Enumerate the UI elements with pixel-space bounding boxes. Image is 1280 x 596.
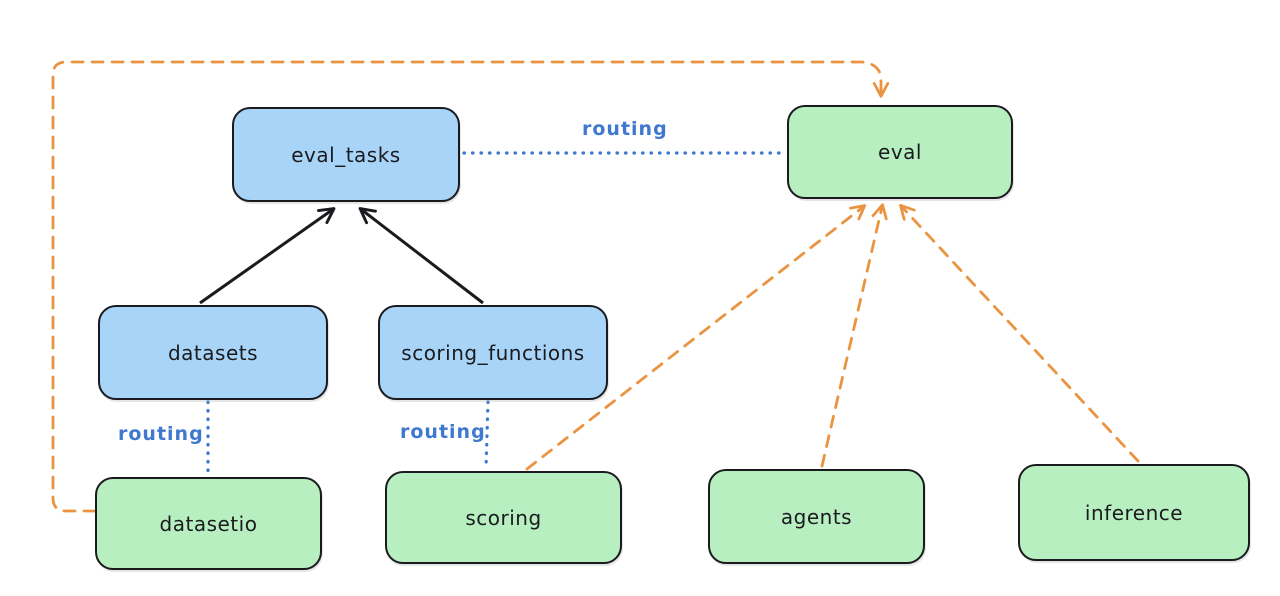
edge-label-routing-datasets: routing [118,423,204,445]
node-agents-label: agents [780,504,853,529]
node-eval-label: eval [878,140,922,164]
node-eval-tasks-label: eval_tasks [291,142,401,167]
node-datasets-label: datasets [167,340,259,365]
node-inference-label: inference [1084,500,1184,525]
edge-scoring-functions-to-eval-tasks [358,207,484,305]
node-agents: agents [708,469,925,564]
edge-label-routing-top: routing [582,118,668,140]
node-datasetio: datasetio [95,477,322,570]
node-datasets: datasets [98,305,328,400]
edge-scoring-to-eval [525,204,867,471]
node-scoring: scoring [385,471,622,564]
node-eval: eval [787,105,1013,199]
node-scoring-label: scoring [465,505,542,530]
node-scoring-functions-label: scoring_functions [401,340,585,365]
edge-inference-to-eval [899,203,1140,463]
node-datasetio-label: datasetio [159,511,258,536]
node-eval-tasks: eval_tasks [232,107,460,202]
edge-agents-to-eval [820,203,888,468]
node-scoring-functions: scoring_functions [378,305,608,400]
edge-datasetio-to-eval-loop [51,60,890,513]
node-inference: inference [1018,464,1250,561]
edge-datasets-to-eval-tasks [199,207,336,305]
edge-routing-scoring-functions-to-scoring [484,400,490,471]
edge-label-routing-scoring: routing [400,421,486,443]
